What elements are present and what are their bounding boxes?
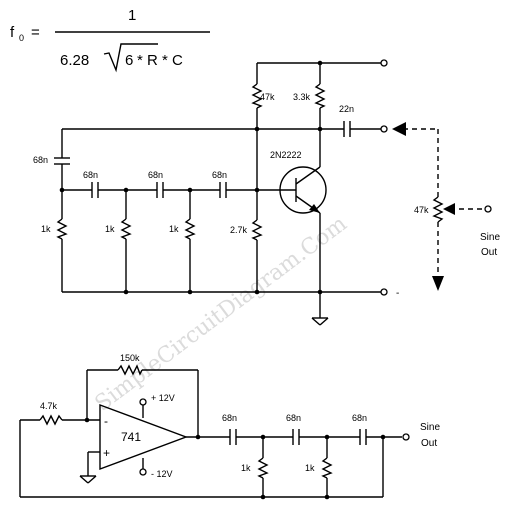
label-pot-47k: 47k bbox=[414, 205, 429, 215]
bias-resistor-47k bbox=[251, 83, 263, 109]
output-capacitor bbox=[343, 121, 351, 137]
transistor-2n2222 bbox=[279, 166, 327, 214]
top-circuit-wires bbox=[61, 62, 381, 326]
label-1k-1: 1k bbox=[41, 224, 51, 234]
output-arrow-icon bbox=[392, 122, 406, 136]
label-bottom-sine: Sine bbox=[420, 422, 440, 433]
watermark: SimpleCircuitDiagram.Com bbox=[91, 211, 352, 417]
label-1k-2: 1k bbox=[105, 224, 115, 234]
label-minus-12v: - 12V bbox=[151, 469, 173, 479]
bottom-labels: 150k 4.7k + 12V - 12V 741 - + 68n 68n 68… bbox=[40, 353, 440, 479]
label-plus-12v: + 12V bbox=[151, 393, 175, 403]
label-bottom-1k-1: 1k bbox=[241, 463, 251, 473]
label-3k3: 3.3k bbox=[293, 92, 311, 102]
label-68n-ladder-2: 68n bbox=[148, 170, 163, 180]
ladder-capacitor-3 bbox=[219, 182, 227, 198]
bottom-ladder-resistor-2 bbox=[321, 457, 333, 479]
feedback-resistor-150k bbox=[117, 364, 143, 376]
emitter-arrow-icon bbox=[309, 204, 320, 213]
ladder-capacitor-1 bbox=[91, 182, 99, 198]
terminal-bottom-sine-out bbox=[402, 433, 410, 441]
bottom-capacitors bbox=[229, 429, 367, 445]
label-dash: - bbox=[396, 288, 399, 299]
label-68n-ladder-3: 68n bbox=[212, 170, 227, 180]
label-2n2222: 2N2222 bbox=[270, 150, 302, 160]
label-bottom-68n-3: 68n bbox=[352, 413, 367, 423]
formula-radical-sign bbox=[103, 43, 158, 73]
label-150k: 150k bbox=[120, 353, 140, 363]
label-4k7: 4.7k bbox=[40, 401, 58, 411]
label-68n-ladder-1: 68n bbox=[83, 170, 98, 180]
top-resistors bbox=[56, 83, 484, 291]
input-resistor-4k7 bbox=[39, 414, 63, 426]
bottom-resistors bbox=[39, 364, 333, 479]
formula-lhs: f bbox=[10, 24, 15, 41]
label-bottom-1k-2: 1k bbox=[305, 463, 315, 473]
frequency-formula: f 0 = 1 6.28 6 * R * C bbox=[10, 7, 210, 73]
top-junctions bbox=[59, 60, 323, 295]
formula-numerator: 1 bbox=[128, 7, 136, 24]
label-741: 741 bbox=[121, 430, 141, 444]
terminal-supply-pos bbox=[139, 398, 147, 406]
potentiometer bbox=[392, 122, 484, 291]
ladder-resistor-1 bbox=[56, 218, 68, 240]
formula-coefficient: 6.28 bbox=[60, 52, 89, 69]
label-2k7: 2.7k bbox=[230, 225, 248, 235]
formula-radicand: 6 bbox=[125, 52, 133, 69]
label-bottom-out: Out bbox=[421, 438, 437, 449]
terminal-output bbox=[380, 125, 388, 133]
top-terminals bbox=[380, 59, 492, 296]
bottom-junctions bbox=[84, 417, 410, 500]
label-1k-3: 1k bbox=[169, 224, 179, 234]
label-68n-feedback: 68n bbox=[33, 155, 48, 165]
label-bottom-68n-1: 68n bbox=[222, 413, 237, 423]
feedback-capacitor bbox=[54, 157, 70, 165]
label-sine: Sine bbox=[480, 232, 500, 243]
formula-tail: * R * C bbox=[137, 52, 183, 69]
terminal-ground bbox=[380, 288, 388, 296]
opamp-741 bbox=[99, 398, 189, 476]
label-22n: 22n bbox=[339, 104, 354, 114]
bottom-ladder-resistor-1 bbox=[257, 457, 269, 479]
collector-resistor-3k3 bbox=[314, 83, 326, 109]
terminal-supply bbox=[380, 59, 388, 67]
bottom-circuit-wires bbox=[19, 369, 402, 498]
wiper-arrow-icon bbox=[443, 203, 455, 215]
ladder-capacitor-2 bbox=[156, 182, 164, 198]
top-labels: 2N2222 47k 3.3k 22n 68n 68n 68n 68n 1k 1… bbox=[33, 92, 500, 299]
label-out: Out bbox=[481, 247, 497, 258]
terminal-sine-out bbox=[484, 205, 492, 213]
ladder-resistor-2 bbox=[120, 218, 132, 240]
terminal-supply-neg bbox=[139, 468, 147, 476]
formula-lhs-subscript: 0 bbox=[19, 33, 24, 43]
bias-resistor-2k7 bbox=[251, 219, 263, 241]
label-47k-bias: 47k bbox=[260, 92, 275, 102]
formula-equals: = bbox=[31, 24, 40, 41]
ladder-resistor-3 bbox=[184, 218, 196, 240]
label-bottom-68n-2: 68n bbox=[286, 413, 301, 423]
label-opamp-minus: - bbox=[104, 414, 108, 428]
top-capacitors bbox=[54, 121, 351, 198]
pot-arrow-down-icon bbox=[432, 276, 444, 291]
label-opamp-plus: + bbox=[103, 446, 110, 460]
